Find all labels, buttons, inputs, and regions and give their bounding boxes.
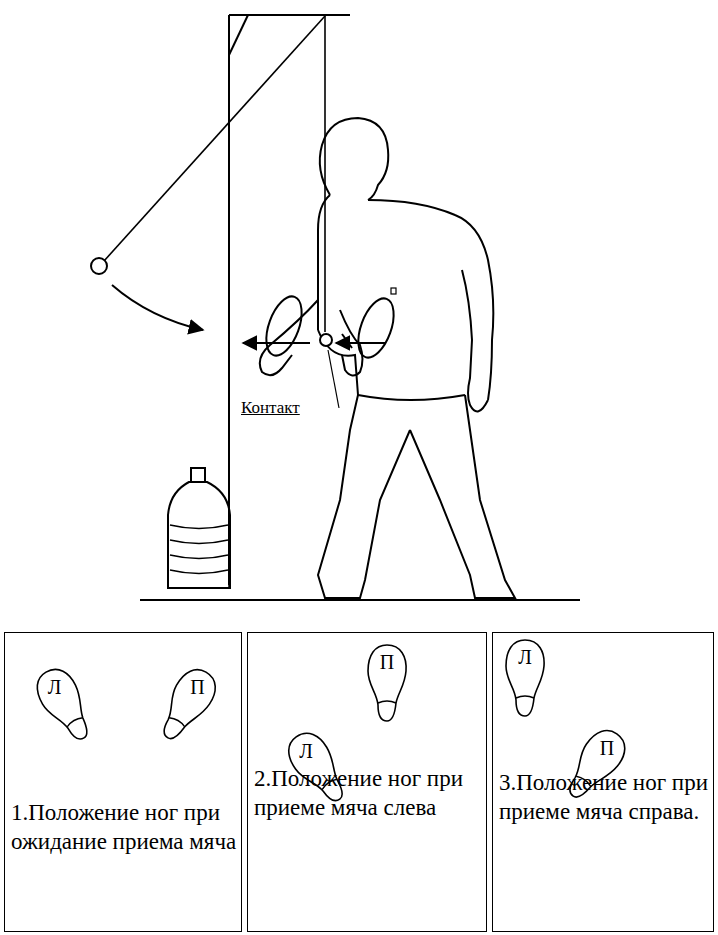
- frame-brace: [229, 15, 248, 55]
- paddle: [351, 294, 400, 363]
- foot-letter: Л: [33, 677, 77, 697]
- footprint: П: [365, 643, 409, 723]
- pendulum-string: [104, 16, 325, 261]
- foot-letter: П: [585, 738, 629, 758]
- water-bottle: [168, 468, 230, 588]
- ground-line: [140, 599, 580, 601]
- caption-box: 1.Положение ног при ожидание приема мяча…: [4, 632, 242, 932]
- footprint: П: [148, 659, 226, 750]
- foot-letter: П: [365, 652, 409, 672]
- footprint-outline: [148, 659, 226, 750]
- foot-letter: П: [176, 677, 220, 697]
- pendulum-string: [324, 16, 326, 332]
- contact-label: Контакт: [240, 398, 301, 418]
- foot-letter: Л: [503, 647, 547, 667]
- swing-arrow: [112, 285, 203, 330]
- motion-arrow: [243, 342, 310, 344]
- paddle-handle: [342, 334, 352, 348]
- footprint: Л: [26, 659, 104, 750]
- motion-arrow: [336, 342, 385, 344]
- foot-letter: Л: [284, 741, 328, 761]
- pendulum-ball: [91, 258, 107, 274]
- caption-text: 3.Положение ног при приеме мяча справа.: [499, 769, 709, 827]
- footprint-outline: [554, 720, 636, 811]
- caption-text: 2.Положение ног при приеме мяча слева: [254, 765, 482, 823]
- footprint-outline: [26, 659, 104, 750]
- footprint: Л: [503, 638, 547, 718]
- caption-box: 2.Положение ног при приеме мяча слева П Л: [247, 632, 487, 932]
- leader-line: [328, 350, 339, 408]
- ball: [320, 334, 332, 346]
- player-figure: [260, 118, 515, 598]
- footprint: П: [554, 720, 636, 811]
- paddle: [259, 292, 308, 361]
- caption-box: 3.Положение ног при приеме мяча справа. Л…: [492, 632, 714, 932]
- caption-text: 1.Положение ног при ожидание приема мяча: [11, 799, 237, 857]
